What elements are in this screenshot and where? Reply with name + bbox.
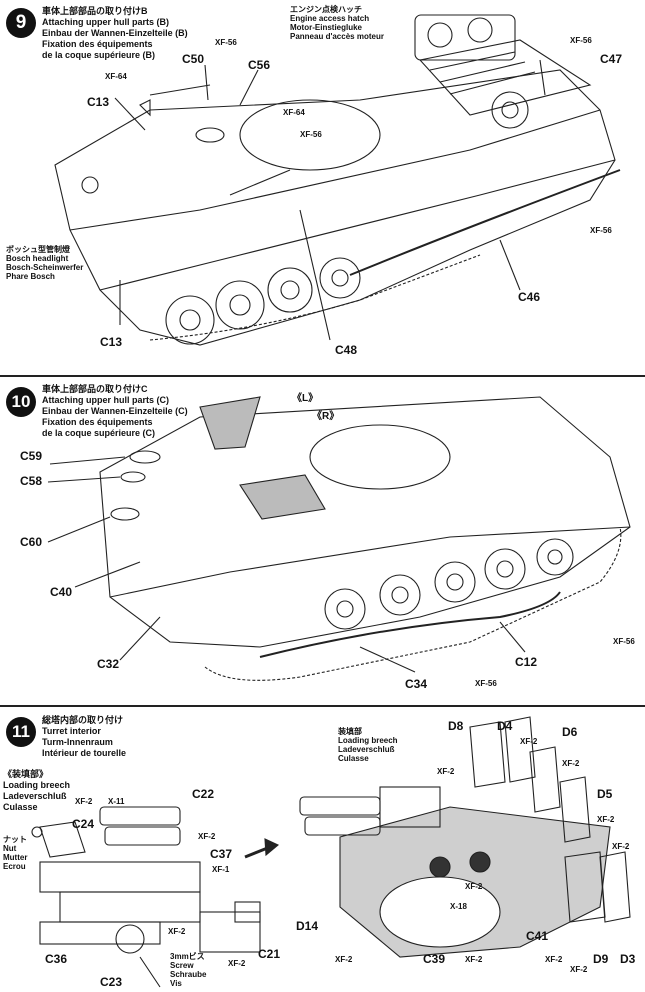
paint-code: XF-56 [590,226,612,235]
engine-hatch-callout: エンジン点検ハッチ Engine access hatch Motor-Eins… [290,5,384,41]
part-label: C13 [100,335,123,349]
title-en: Attaching upper hull parts (B) [42,17,169,27]
nut-callout: ナット Nut Mutter Ecrou [3,835,28,871]
paint-code: XF-2 [562,759,580,768]
left-fender-mark: 《L》 [292,393,319,404]
paint-code: XF-2 [465,882,483,891]
part-label: C21 [258,947,281,961]
part-label: C36 [45,952,68,966]
part-label: C60 [20,535,43,549]
part-label: C40 [50,585,73,599]
paint-code: XF-2 [465,955,483,964]
part-label: C46 [518,290,541,304]
paint-code: XF-2 [335,955,353,964]
title-fr: Fixation des équipements [42,39,153,49]
step-11-title: 総塔内部の取り付け Turret interior Turm-Innenraum… [42,715,127,758]
part-label: C32 [97,657,120,671]
part-label: D3 [620,952,636,966]
step-10-panel: 10 車体上部部品の取り付けC Attaching upper hull par… [0,377,645,705]
step-number-10: 10 [6,387,36,417]
part-label: D4 [497,719,513,733]
part-label: D14 [296,919,319,933]
paint-code: X-11 [108,797,125,806]
paint-code: XF-2 [545,955,563,964]
breech-callout: 装填部 Loading breech Ladeverschluß Culasse [338,727,398,763]
paint-code: XF-2 [437,767,455,776]
title-fr2: de la coque supérieure (B) [42,50,156,60]
breech-heading: 《装填部》 Loading breech Ladeverschluß Culas… [3,769,71,812]
part-label: C34 [405,677,428,691]
paint-code: XF-64 [283,108,305,117]
part-label: C48 [335,343,358,357]
paint-code: X-18 [450,902,467,911]
step-10-hull-drawing [47,396,631,681]
paint-code: XF-56 [215,38,237,47]
paint-code: XF-2 [570,965,588,974]
paint-code: XF-2 [520,737,538,746]
paint-code: XF-2 [75,797,93,806]
paint-code: XF-2 [198,832,216,841]
part-label: C59 [20,449,43,463]
paint-code: XF-2 [597,815,615,824]
part-label: C56 [248,58,271,72]
step-9-panel: 9 車体上部部品の取り付けB Attaching upper hull part… [0,0,645,375]
part-label: D8 [448,719,464,733]
headlight-callout: ボッシュ型管制燈 Bosch headlight Bosch-Scheinwer… [6,245,84,281]
part-label: C39 [423,952,446,966]
step-number-9: 9 [6,8,36,38]
part-label: C50 [182,52,205,66]
screw-callout: 3mmビス Screw Schraube Vis [170,952,207,988]
paint-code: XF-56 [475,679,497,688]
paint-code: XF-1 [212,865,230,874]
part-label: C41 [526,929,549,943]
step-11-panel: 11 総塔内部の取り付け Turret interior Turm-Innenr… [0,707,645,992]
part-label: C22 [192,787,215,801]
step-number-11: 11 [6,717,36,747]
part-label: C12 [515,655,538,669]
part-label: C23 [100,975,123,989]
separator [0,705,645,707]
paint-code: XF-2 [168,927,186,936]
part-label: C58 [20,474,43,488]
part-label: C37 [210,847,233,861]
part-label: D6 [562,725,578,739]
title-de: Einbau der Wannen-Einzelteile (B) [42,28,188,38]
right-fender-mark: 《R》 [312,411,340,422]
step-9-hull-drawing [54,14,621,346]
part-label: D9 [593,952,609,966]
paint-code: XF-64 [105,72,127,81]
separator [0,375,645,377]
part-label: C47 [600,52,623,66]
paint-code: XF-2 [612,842,630,851]
part-label: C24 [72,817,95,831]
step-9-title: 車体上部部品の取り付けB Attaching upper hull parts … [42,6,188,61]
step-11-turret-drawing [31,716,631,988]
part-label: C13 [87,95,110,109]
paint-code: XF-56 [613,637,635,646]
paint-code: XF-56 [300,130,322,139]
step-10-title: 車体上部部品の取り付けC Attaching upper hull parts … [42,384,188,438]
part-label: D5 [597,787,613,801]
paint-code: XF-56 [570,36,592,45]
paint-code: XF-2 [228,959,246,968]
title-jp: 車体上部部品の取り付けB [42,6,148,16]
